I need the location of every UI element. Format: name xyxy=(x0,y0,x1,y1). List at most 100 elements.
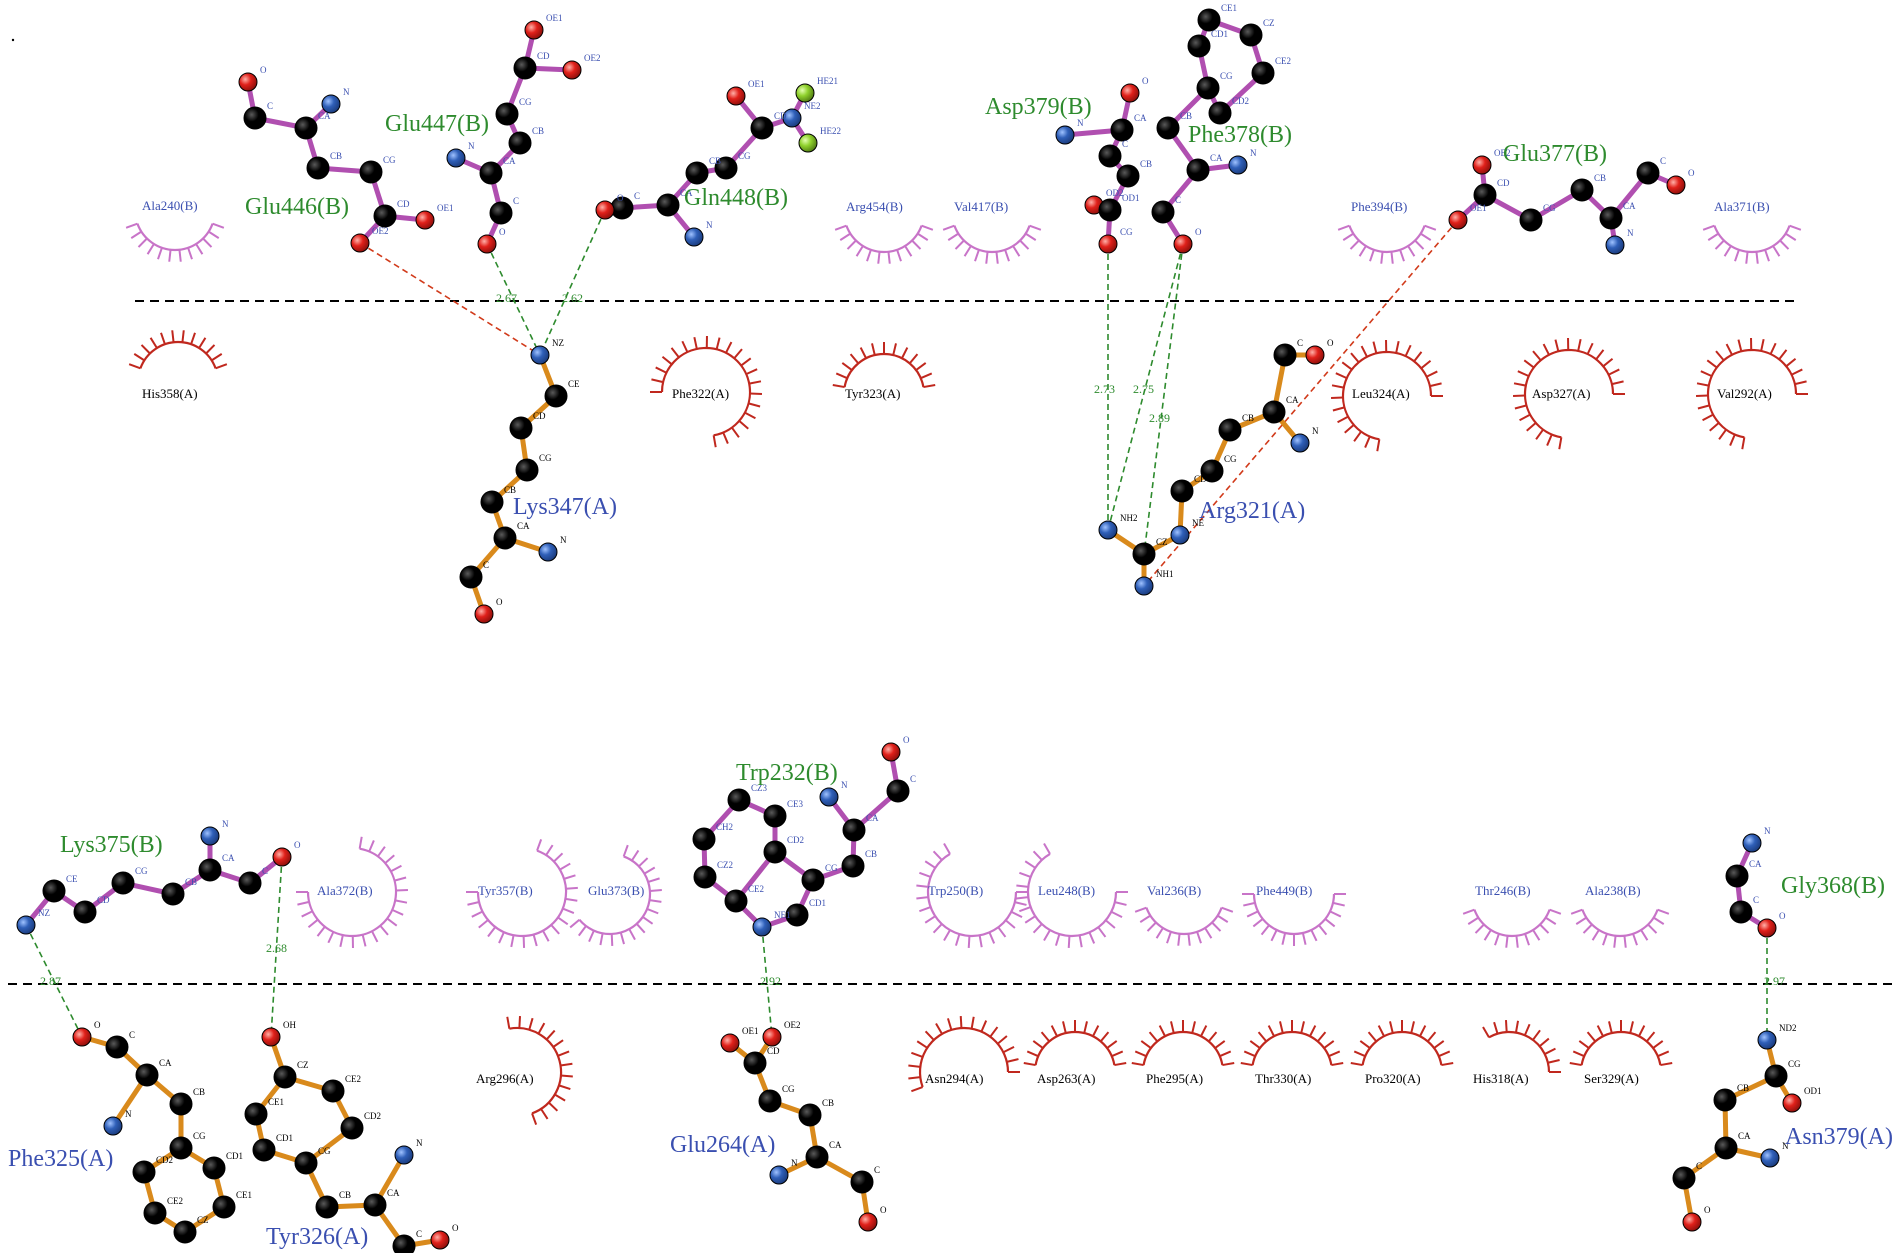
nitrogen-atom xyxy=(769,1165,789,1185)
atom-label: CG xyxy=(1224,454,1237,464)
hydrogen-atom xyxy=(795,83,815,103)
atom-label: CG xyxy=(1543,203,1556,213)
hydrophobic-label: Pro320(A) xyxy=(1365,1071,1421,1086)
carbon-atom xyxy=(1170,479,1194,503)
atom-label: OE1 xyxy=(546,13,563,23)
atom-label: CB xyxy=(1180,111,1192,121)
atom-label: CA xyxy=(387,1188,400,1198)
hydrophobic-label: Val292(A) xyxy=(1717,386,1772,401)
atom-label: C xyxy=(874,1165,880,1175)
atom-label: OE1 xyxy=(1470,203,1487,213)
hydrophobic-label: Phe322(A) xyxy=(672,386,729,401)
atom-label: N xyxy=(1764,826,1771,836)
atom-label: N xyxy=(1627,228,1634,238)
carbon-atom xyxy=(850,1170,874,1194)
atom-label: CE2 xyxy=(748,884,764,894)
hbond-line xyxy=(270,856,283,1038)
carbon-atom xyxy=(805,1145,829,1169)
carbon-atom xyxy=(1132,542,1156,566)
carbon-atom xyxy=(42,879,66,903)
atom-label: CZ3 xyxy=(751,783,768,793)
oxygen-atom xyxy=(1666,175,1686,195)
atom-label: N xyxy=(125,1109,132,1119)
atom-label: CA xyxy=(680,188,693,198)
atom-label: CA xyxy=(159,1058,172,1068)
hydrophobic-arc xyxy=(834,224,934,264)
nitrogen-atom xyxy=(752,917,772,937)
carbon-atom xyxy=(363,1193,387,1217)
carbon-atom xyxy=(1110,118,1134,142)
carbon-atom xyxy=(1251,61,1275,85)
carbon-atom xyxy=(692,827,716,851)
atom-label: CD xyxy=(1194,474,1207,484)
atom-label: N xyxy=(706,220,713,230)
atom-label: C xyxy=(634,191,640,201)
oxygen-atom xyxy=(430,1230,450,1250)
atom-label: CA xyxy=(1210,153,1223,163)
carbon-atom xyxy=(763,840,787,864)
atom-label: N xyxy=(841,780,848,790)
interaction-lines-top xyxy=(359,209,1459,587)
residue-label: Glu264(A) xyxy=(670,1132,775,1158)
atom-label: CB xyxy=(865,849,877,859)
hydrophobic-label: Tyr357(B) xyxy=(478,883,533,898)
atom-label: CE3 xyxy=(787,799,804,809)
hydrophobic-label: Glu373(B) xyxy=(588,883,644,898)
hydrophobic-label: Ala371(B) xyxy=(1714,199,1770,214)
atom-label: O xyxy=(617,193,624,203)
atom-label: CZ2 xyxy=(717,860,733,870)
atom-label: CZ xyxy=(1263,18,1275,28)
atom-label: CB xyxy=(339,1190,351,1200)
hydrophobic-label: Phe394(B) xyxy=(1351,199,1407,214)
atom-label: C xyxy=(1297,338,1303,348)
atom-label: N xyxy=(791,1158,798,1168)
atom-label: CA xyxy=(829,1140,842,1150)
carbon-atom xyxy=(1239,23,1263,47)
salt-bridge-line xyxy=(1143,219,1459,587)
atom-label: NZ xyxy=(552,338,564,348)
hydrophobic-arc xyxy=(125,222,225,262)
carbon-atom xyxy=(1200,459,1224,483)
atom-label: O xyxy=(880,1205,887,1215)
residue-label: Asp379(B) xyxy=(985,94,1092,120)
hydrophobic-arc xyxy=(1016,843,1128,948)
carbon-atom xyxy=(1098,144,1122,168)
carbon-atom xyxy=(321,1079,345,1103)
atom-label: CD1 xyxy=(809,898,826,908)
atom-label: OE1 xyxy=(437,203,454,213)
oxygen-atom xyxy=(474,604,494,624)
atom-label: O xyxy=(1688,168,1695,178)
carbon-atom xyxy=(111,871,135,895)
nitrogen-atom xyxy=(394,1145,414,1165)
residue-label: Lys375(B) xyxy=(60,832,163,858)
carbon-atom xyxy=(1186,158,1210,182)
hydrophobic-arc xyxy=(1023,1020,1127,1067)
atom-label: N xyxy=(1077,118,1084,128)
atom-label: CB xyxy=(185,877,197,887)
hydrophobic-label: Thr246(B) xyxy=(1475,883,1531,898)
oxygen-atom xyxy=(595,200,615,220)
carbon-atom xyxy=(1151,200,1175,224)
oxygen-atom xyxy=(524,20,544,40)
hydrophobic-label: Asp327(A) xyxy=(1532,386,1591,401)
hydrophobic-arc xyxy=(1337,224,1437,264)
atom-label: CE xyxy=(66,874,78,884)
carbon-atom xyxy=(714,156,738,180)
atom-label: O xyxy=(452,1223,459,1233)
nitrogen-atom xyxy=(1170,525,1190,545)
atom-label: C xyxy=(910,774,916,784)
atom-label: C xyxy=(129,1030,135,1040)
atom-label: CG xyxy=(738,151,751,161)
hydrophobic-label: Arg454(B) xyxy=(846,199,903,214)
nitrogen-atom xyxy=(782,108,802,128)
atom-label: O xyxy=(1195,227,1202,237)
atom-label: OE2 xyxy=(784,1020,801,1030)
carbon-atom xyxy=(1672,1166,1696,1190)
carbon-atom xyxy=(1262,400,1286,424)
oxygen-atom xyxy=(881,742,901,762)
oxygen-atom xyxy=(1120,83,1140,103)
hydrophobic-label: Ala372(B) xyxy=(317,883,373,898)
atom-label: OH xyxy=(283,1020,296,1030)
carbon-atom xyxy=(513,56,537,80)
atom-label: OE2 xyxy=(584,53,601,63)
